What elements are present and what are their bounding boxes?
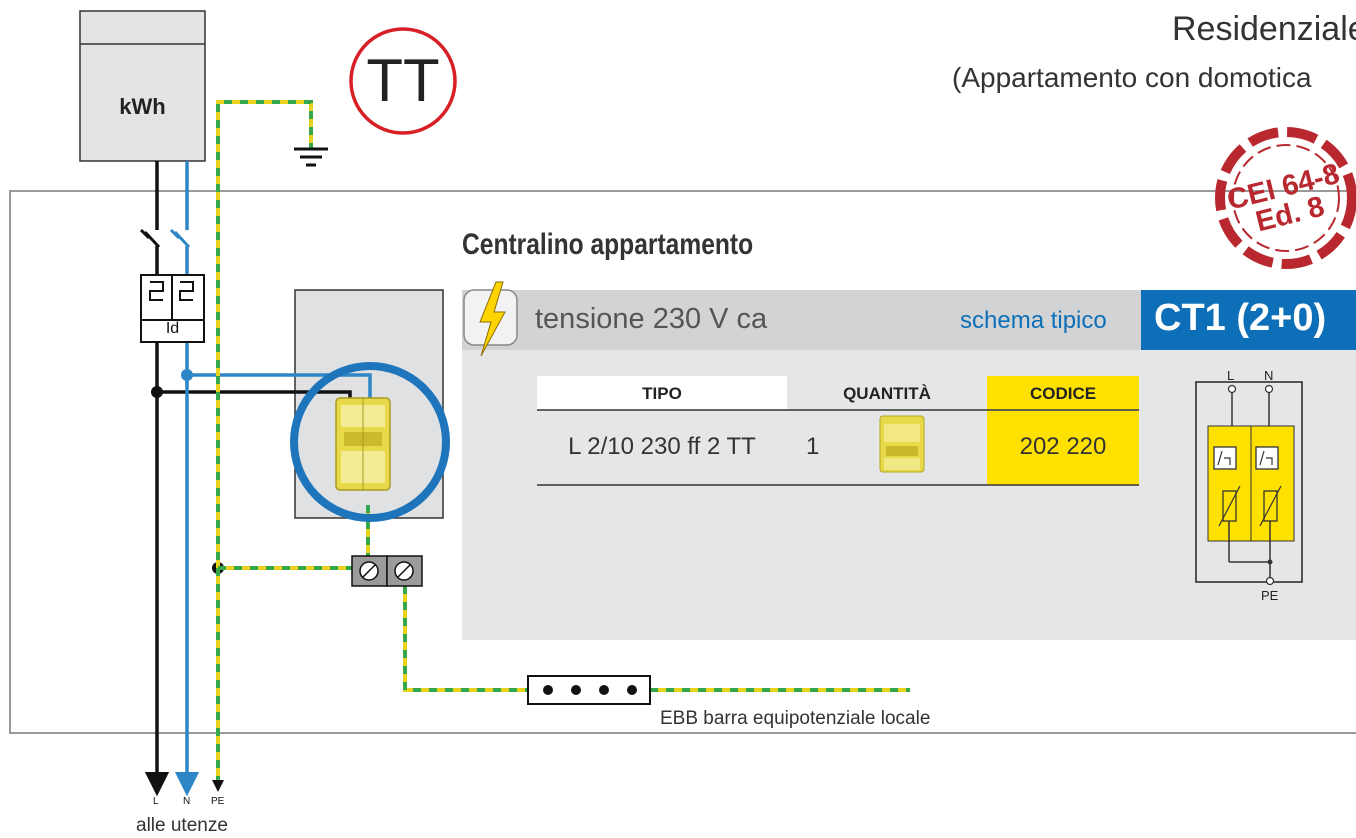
output-caption: alle utenze bbox=[136, 815, 228, 836]
output-label-l: L bbox=[153, 796, 159, 807]
output-label-n: N bbox=[183, 796, 191, 807]
spd-highlight-ring bbox=[290, 362, 450, 522]
voltage-bar bbox=[462, 290, 1142, 350]
pe-arrow bbox=[212, 780, 224, 792]
schema-label: schema tipico bbox=[960, 307, 1107, 334]
junction-n bbox=[181, 369, 193, 381]
enclosure-frame bbox=[9, 190, 1356, 734]
ebb-label: EBB barra equipotenziale locale bbox=[660, 708, 931, 729]
schematic-label-pe: PE bbox=[1261, 588, 1279, 603]
page-title: Residenziale bbox=[1172, 10, 1356, 48]
tt-badge: TT bbox=[366, 47, 440, 114]
panel-title: Centralino appartamento bbox=[462, 228, 754, 261]
wire-n bbox=[174, 161, 372, 797]
junction-l bbox=[151, 386, 163, 398]
schema-code-box bbox=[1141, 290, 1356, 350]
schematic-label-l: L bbox=[1227, 368, 1235, 383]
spd-device bbox=[335, 397, 391, 491]
main-switch bbox=[139, 228, 191, 249]
lightning-icon bbox=[463, 281, 518, 357]
voltage-label: tensione 230 V ca bbox=[535, 303, 768, 335]
tt-badge-ring bbox=[349, 27, 457, 135]
wire-pe bbox=[216, 100, 910, 784]
terminal-block bbox=[351, 555, 423, 587]
ground-icon bbox=[294, 147, 328, 167]
table-cell-code: 202 220 bbox=[1019, 433, 1107, 460]
page-subtitle: (Appartamento con domotica bbox=[952, 62, 1312, 93]
schema-code: CT1 (2+0) bbox=[1154, 297, 1327, 339]
product-table bbox=[537, 376, 1139, 486]
output-label-pe: PE bbox=[211, 796, 225, 807]
table-cell-type: L 2/10 230 ff 2 TT bbox=[568, 433, 756, 460]
schematic-label-n: N bbox=[1264, 368, 1274, 383]
table-cell-quantity: 1 bbox=[806, 433, 820, 460]
spd-product-thumbnail bbox=[879, 415, 925, 473]
energy-meter bbox=[79, 10, 206, 162]
ebb-bar bbox=[527, 675, 651, 705]
wire-l bbox=[144, 161, 352, 797]
rcd-label: Id bbox=[165, 320, 180, 337]
schematic-ct1 bbox=[1195, 381, 1303, 586]
table-header-type: TIPO bbox=[642, 384, 682, 403]
rcd-device bbox=[140, 274, 205, 343]
svg-text:CEI 64-8Ed. 8: CEI 64-8Ed. 8 bbox=[1224, 158, 1350, 244]
cei-stamp: CEI 64-8Ed. 8 bbox=[1215, 127, 1356, 269]
meter-label: kWh bbox=[119, 94, 166, 119]
table-header-code: CODICE bbox=[1029, 384, 1097, 403]
table-header-quantity: QUANTITÀ bbox=[843, 384, 931, 403]
